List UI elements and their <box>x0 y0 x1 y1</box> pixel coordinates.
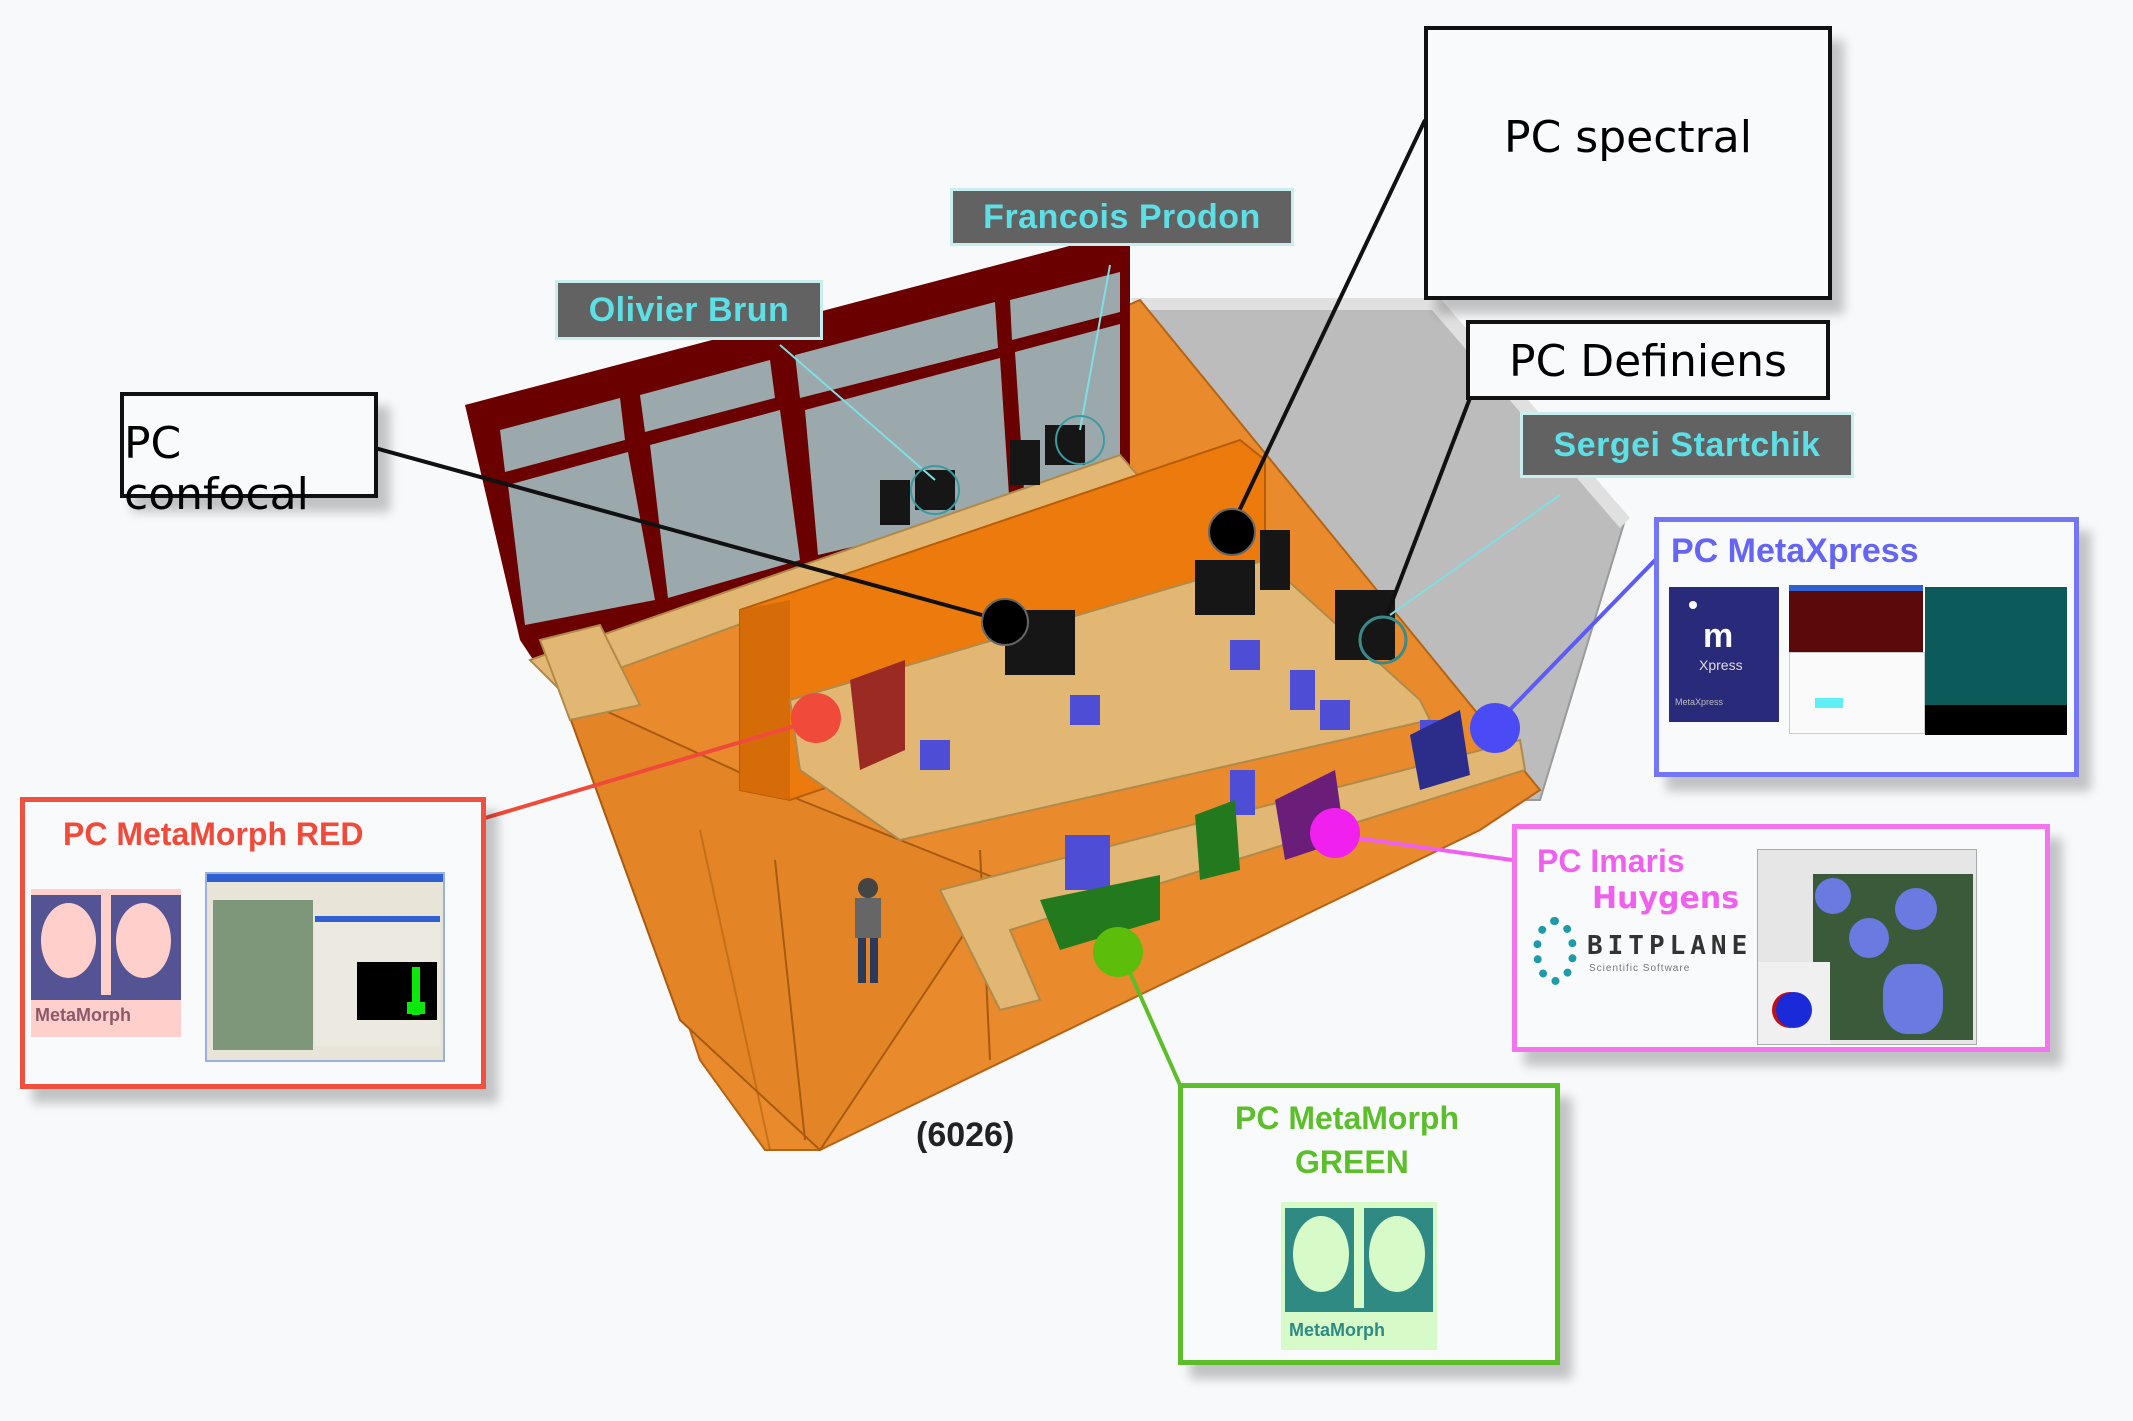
callout-pc-metamorph-red[interactable]: PC MetaMorph RED MetaMorph <box>20 797 486 1089</box>
marker-confocal[interactable] <box>981 598 1029 646</box>
screenshot-grain-image <box>213 900 313 1050</box>
logo-wing-left-icon <box>41 903 96 978</box>
leader-red <box>484 718 816 820</box>
logo-wing-left-icon <box>1293 1216 1349 1292</box>
tag-label: Olivier Brun <box>588 290 790 329</box>
logo-subtext: Scientific Software <box>1589 963 1691 974</box>
screenshot-scatter-plot <box>1789 652 1925 734</box>
tag-label: Sergei Startchik <box>1553 425 1821 464</box>
tag-label: Francois Prodon <box>983 197 1261 236</box>
marker-definiens[interactable] <box>1358 615 1408 665</box>
desk-front <box>938 738 1527 1012</box>
person-figure <box>855 878 881 983</box>
callout-pc-confocal[interactable]: PC confocal <box>120 392 378 520</box>
imaris-logo-icon <box>1776 992 1812 1028</box>
metaxpress-logo: m Xpress MetaXpress <box>1669 587 1779 722</box>
marker-imaris[interactable] <box>1310 808 1360 858</box>
screenshot-red-cells <box>1789 585 1923 653</box>
screenshot-cyan-cells <box>1925 587 2067 735</box>
tag-olivier-brun[interactable]: Olivier Brun <box>555 280 823 340</box>
tag-francois-prodon[interactable]: Francois Prodon <box>950 188 1294 246</box>
histogram-chart <box>357 962 437 1020</box>
marker-red[interactable] <box>791 693 841 743</box>
logo-m-icon: m <box>1703 617 1734 655</box>
callout-title: PC MetaMorph RED <box>63 816 364 852</box>
logo-text: BITPLANE <box>1587 931 1753 961</box>
callout-pc-spectral[interactable]: PC spectral <box>1424 26 1832 300</box>
logo-text: MetaMorph <box>1289 1320 1385 1340</box>
callout-label: PC spectral <box>1504 112 1752 163</box>
marker-olivier[interactable] <box>910 465 960 515</box>
metamorph-logo-green: MetaMorph <box>1281 1202 1437 1350</box>
logo-text: Xpress <box>1699 657 1743 673</box>
marker-green[interactable] <box>1093 927 1143 977</box>
leader-confocal <box>374 446 1001 622</box>
tag-sergei-startchik[interactable]: Sergei Startchik <box>1520 412 1854 478</box>
logo-subtext: MetaXpress <box>1675 697 1724 707</box>
callout-subtitle: GREEN <box>1295 1144 1409 1180</box>
logo-wing-right-icon <box>1369 1216 1425 1292</box>
leader-sergei <box>1389 494 1561 616</box>
screenshot-imaris <box>1757 849 1977 1045</box>
callout-title: PC MetaMorph <box>1235 1100 1459 1136</box>
leader-definiens <box>1383 397 1472 621</box>
callout-title: PC Imaris <box>1537 843 1685 879</box>
screenshot-metamorph <box>205 872 445 1062</box>
callout-pc-definiens[interactable]: PC Definiens <box>1466 320 1830 400</box>
room-number: (6026) <box>916 1116 1015 1154</box>
callout-title: PC MetaXpress <box>1671 532 1919 570</box>
leader-imaris <box>1334 833 1513 862</box>
callout-label: PC confocal <box>124 418 309 520</box>
callout-pc-metaxpress[interactable]: PC MetaXpress m Xpress MetaXpress <box>1654 517 2079 777</box>
marker-francois[interactable] <box>1055 415 1105 465</box>
bitplane-logo-icon <box>1533 917 1577 985</box>
metamorph-logo-red: MetaMorph <box>31 889 181 1037</box>
callout-pc-imaris[interactable]: PC Imaris Huygens BITPLANE Scientific So… <box>1512 824 2050 1052</box>
monitors <box>880 425 1395 675</box>
leader-metaxpress <box>1493 553 1662 727</box>
leader-spectral <box>1228 119 1427 531</box>
marker-metaxpress[interactable] <box>1470 703 1520 753</box>
leader-francois <box>1079 264 1111 431</box>
logo-dot-icon <box>1689 601 1697 609</box>
callout-pc-metamorph-green[interactable]: PC MetaMorph GREEN MetaMorph <box>1178 1083 1560 1365</box>
marker-spectral[interactable] <box>1208 508 1256 556</box>
logo-text: MetaMorph <box>35 1005 131 1025</box>
leader-olivier <box>779 344 936 481</box>
callout-subtitle: Huygens <box>1592 881 1740 916</box>
green-screens <box>1040 875 1160 950</box>
navy-screens <box>1410 710 1470 790</box>
callout-label: PC Definiens <box>1509 336 1787 387</box>
logo-wing-right-icon <box>116 903 171 978</box>
red-screens <box>850 660 905 770</box>
